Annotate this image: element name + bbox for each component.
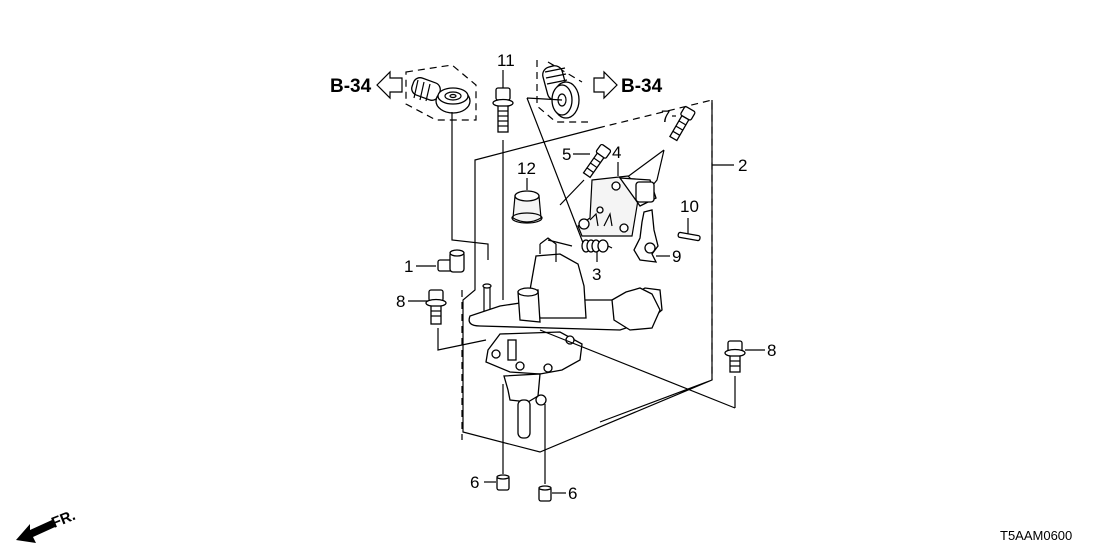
- ring-terminal-left: [411, 77, 471, 114]
- cap-6-left: [496, 474, 510, 491]
- lever-11: [633, 209, 659, 263]
- pin-10: [677, 231, 701, 242]
- leader-ring-right: [526, 97, 586, 249]
- callout-7: 7: [661, 107, 670, 126]
- main-body: [461, 237, 663, 440]
- flange-bolt-8-left: [425, 289, 447, 325]
- bolt-5: [582, 143, 612, 179]
- callout-4: 4: [612, 143, 621, 162]
- leader-5-down: [559, 179, 585, 206]
- front-arrow-icon: [16, 520, 55, 543]
- arrow-right-icon: [593, 70, 618, 100]
- leader-8-left-down: [437, 328, 487, 351]
- hose-elbow-1: [437, 249, 465, 273]
- ring-terminal-right: [542, 65, 580, 119]
- leader-ring-left: [451, 112, 489, 260]
- callout-5: 5: [562, 145, 571, 164]
- callout-1: 1: [404, 257, 413, 276]
- callout-10: 10: [680, 197, 699, 216]
- reference-right-label: B-34: [621, 76, 663, 97]
- actuator-cover-4: [577, 175, 657, 237]
- dashed-group-left: [405, 64, 477, 121]
- reference-left[interactable]: B-34: [330, 70, 403, 100]
- reference-left-label: B-34: [330, 76, 372, 97]
- bolt-7: [669, 106, 696, 142]
- front-label: FR.: [49, 507, 78, 532]
- diagram-code: T5AAM0600: [1000, 528, 1072, 543]
- callout-8-right: 8: [767, 341, 776, 360]
- callout-2: 2: [738, 156, 747, 175]
- leader-8-right-diag: [539, 329, 736, 409]
- callout-6-left: 6: [470, 473, 479, 492]
- callout-9: 11: [497, 51, 515, 70]
- assembly-outline: [462, 100, 713, 453]
- cap-6-right: [538, 485, 552, 502]
- callout-3: 3: [592, 265, 601, 284]
- reference-right[interactable]: B-34: [593, 70, 663, 100]
- callout-11: 9: [672, 247, 681, 266]
- arrow-left-icon: [376, 70, 403, 100]
- callout-8-left: 8: [396, 292, 405, 311]
- callout-12: 12: [517, 159, 536, 178]
- callout-6-right: 6: [568, 484, 577, 503]
- spring-3: [581, 239, 613, 253]
- front-indicator: FR.: [16, 507, 78, 543]
- flange-bolt-9: [492, 87, 514, 133]
- cap-12: [511, 190, 543, 224]
- flange-bolt-8-right: [724, 340, 746, 373]
